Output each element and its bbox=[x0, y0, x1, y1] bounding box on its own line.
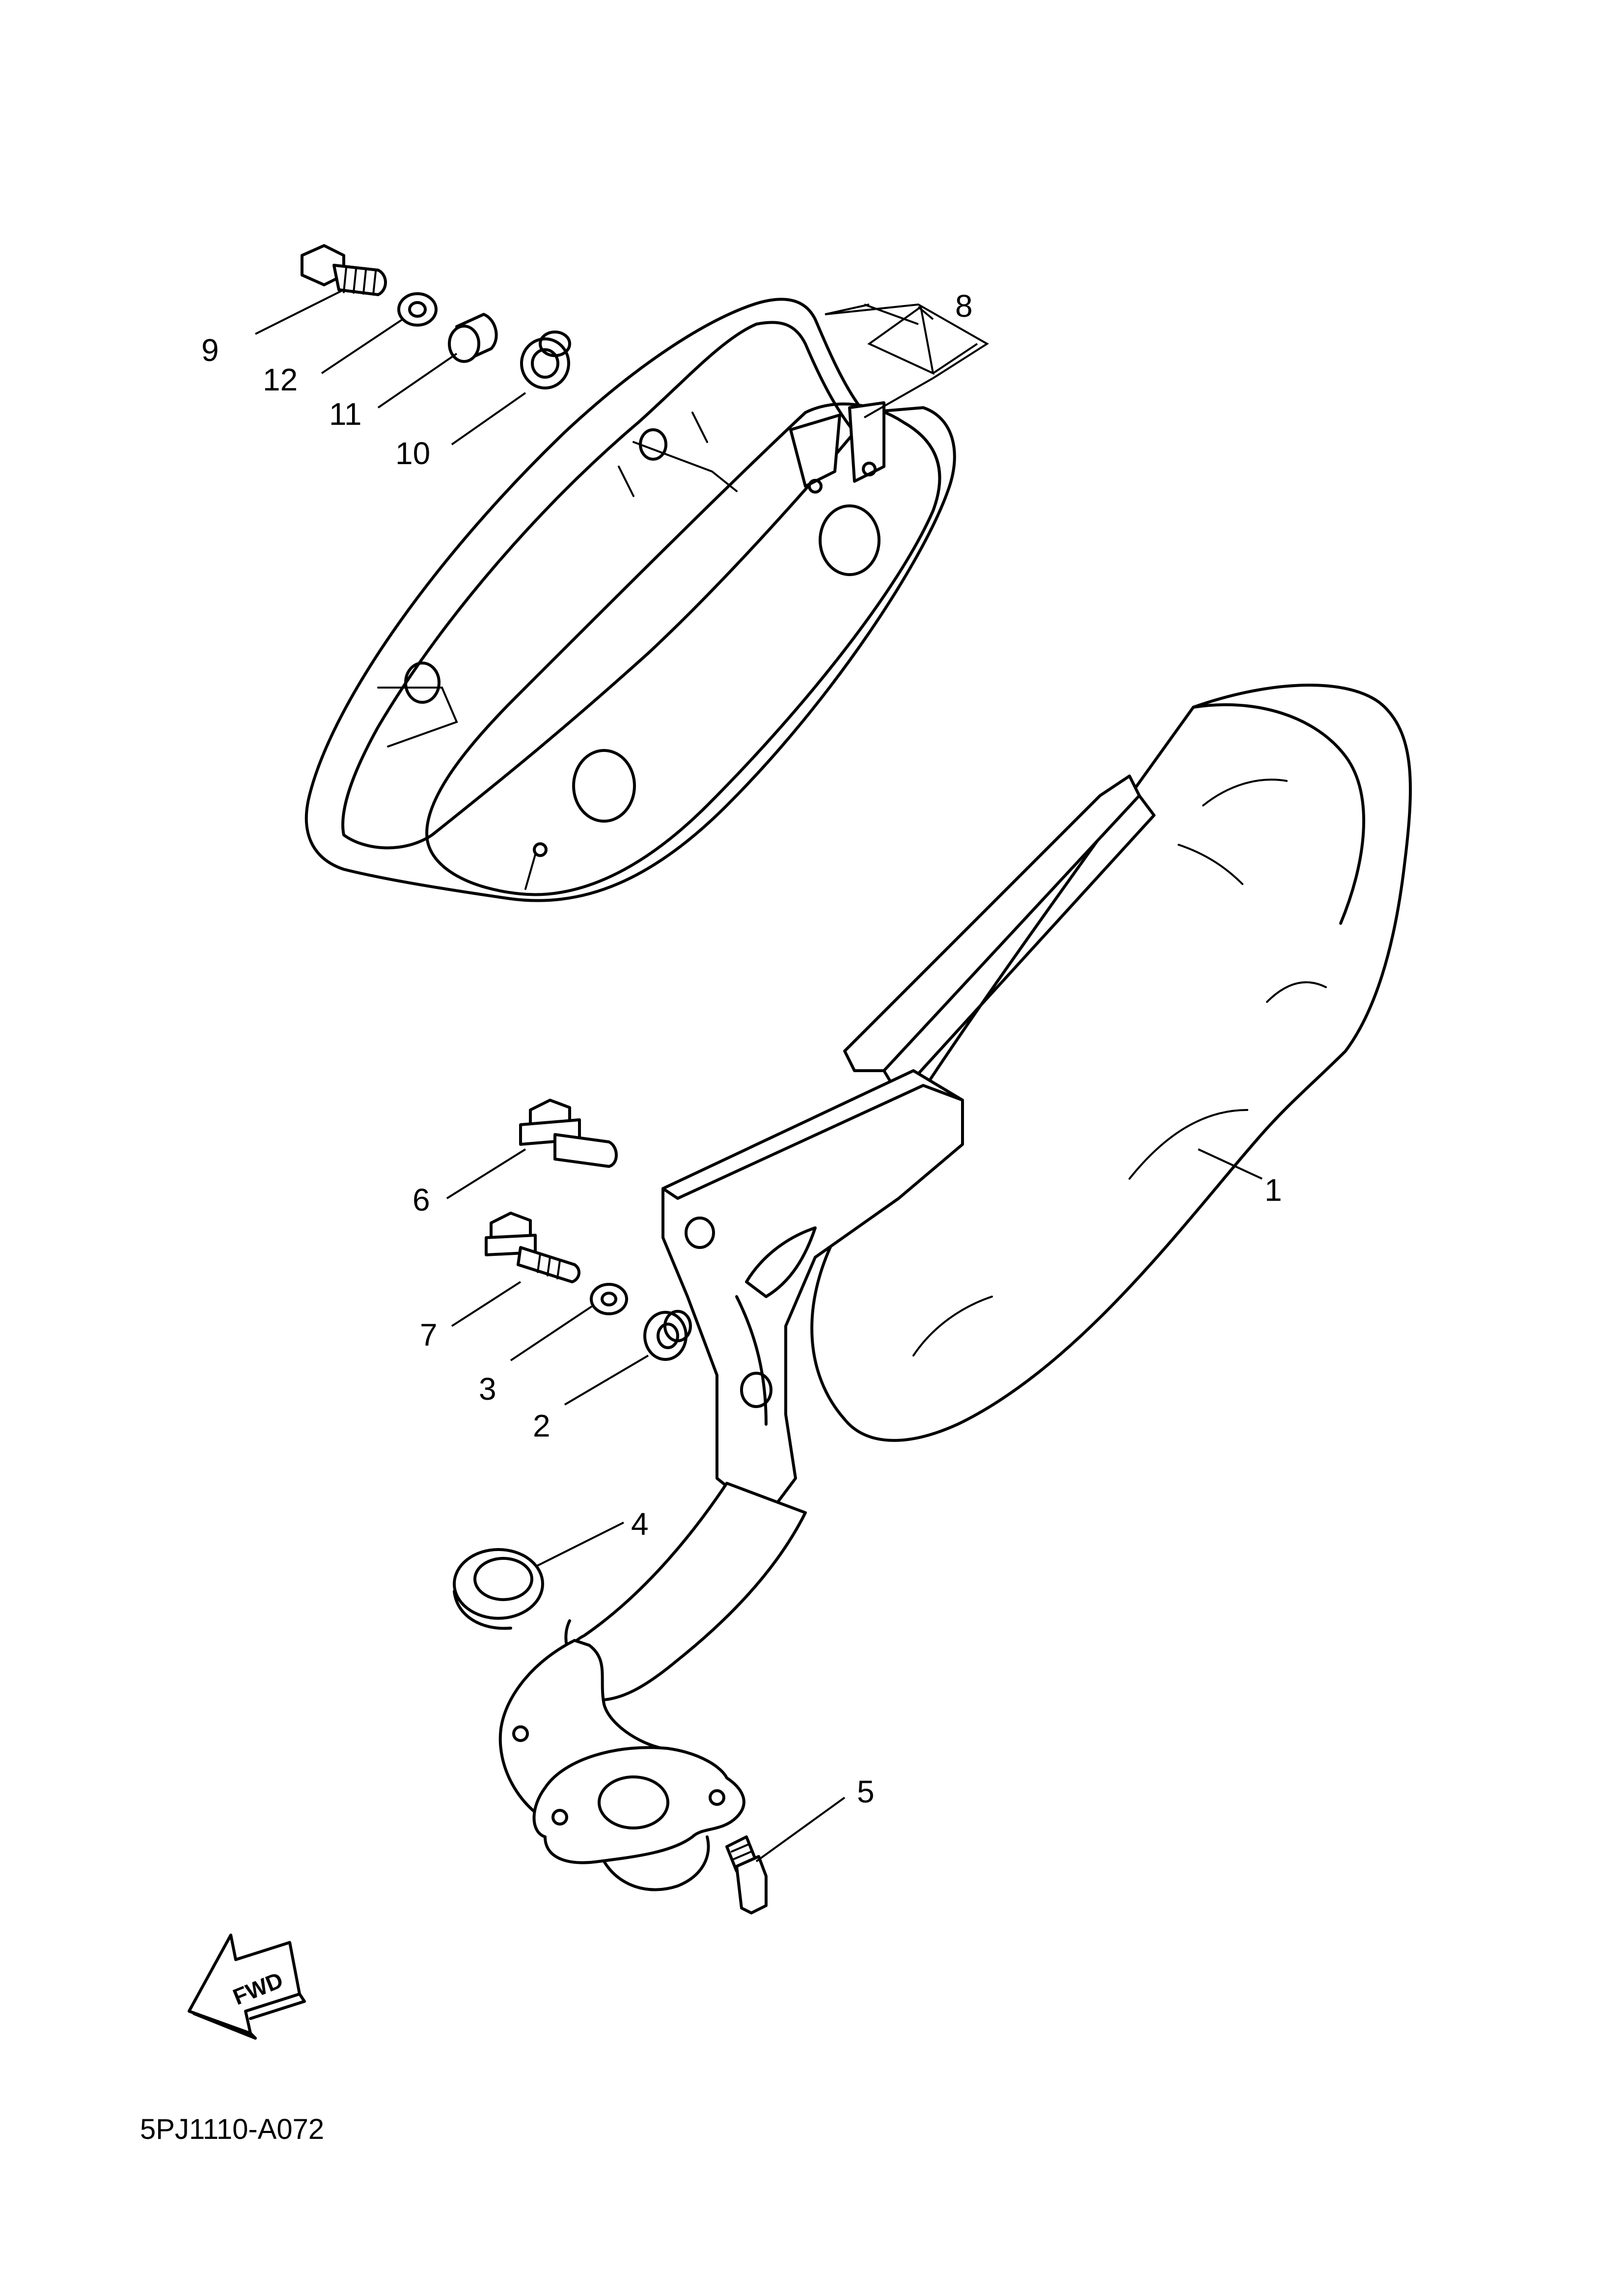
collar-part-11 bbox=[448, 313, 498, 363]
callout-2: 2 bbox=[533, 1408, 551, 1443]
damper-part-10 bbox=[520, 331, 571, 389]
muffler-protector-part-8 bbox=[304, 298, 956, 902]
bolt-part-6 bbox=[519, 1099, 618, 1168]
callout-1: 1 bbox=[1265, 1172, 1282, 1208]
bolt-part-9 bbox=[301, 244, 387, 296]
callout-11: 11 bbox=[329, 396, 361, 432]
callout-10: 10 bbox=[395, 436, 430, 471]
callout-9: 9 bbox=[201, 332, 219, 368]
callout-labels: 1 2 3 4 5 6 7 8 9 10 11 12 bbox=[201, 288, 1282, 1809]
callout-4: 4 bbox=[631, 1506, 649, 1542]
bolt-part-7 bbox=[485, 1212, 580, 1283]
diagram-code: 5PJ1110-A072 bbox=[140, 2113, 324, 2145]
muffler-assy-part-1 bbox=[498, 684, 1412, 1891]
leader-lines bbox=[255, 289, 1263, 1862]
callout-12: 12 bbox=[263, 362, 298, 397]
callout-8: 8 bbox=[955, 288, 973, 324]
damper-part-2 bbox=[643, 1310, 692, 1361]
callout-3: 3 bbox=[479, 1371, 496, 1407]
gasket-part-4 bbox=[453, 1548, 544, 1630]
washer-part-3 bbox=[590, 1283, 628, 1315]
callout-7: 7 bbox=[420, 1317, 438, 1353]
callout-6: 6 bbox=[413, 1182, 430, 1218]
forward-arrow-icon: FWD bbox=[188, 1934, 306, 2040]
callout-5: 5 bbox=[857, 1774, 875, 1809]
washer-part-12 bbox=[397, 292, 438, 327]
stud-bolt-part-5 bbox=[725, 1835, 768, 1914]
